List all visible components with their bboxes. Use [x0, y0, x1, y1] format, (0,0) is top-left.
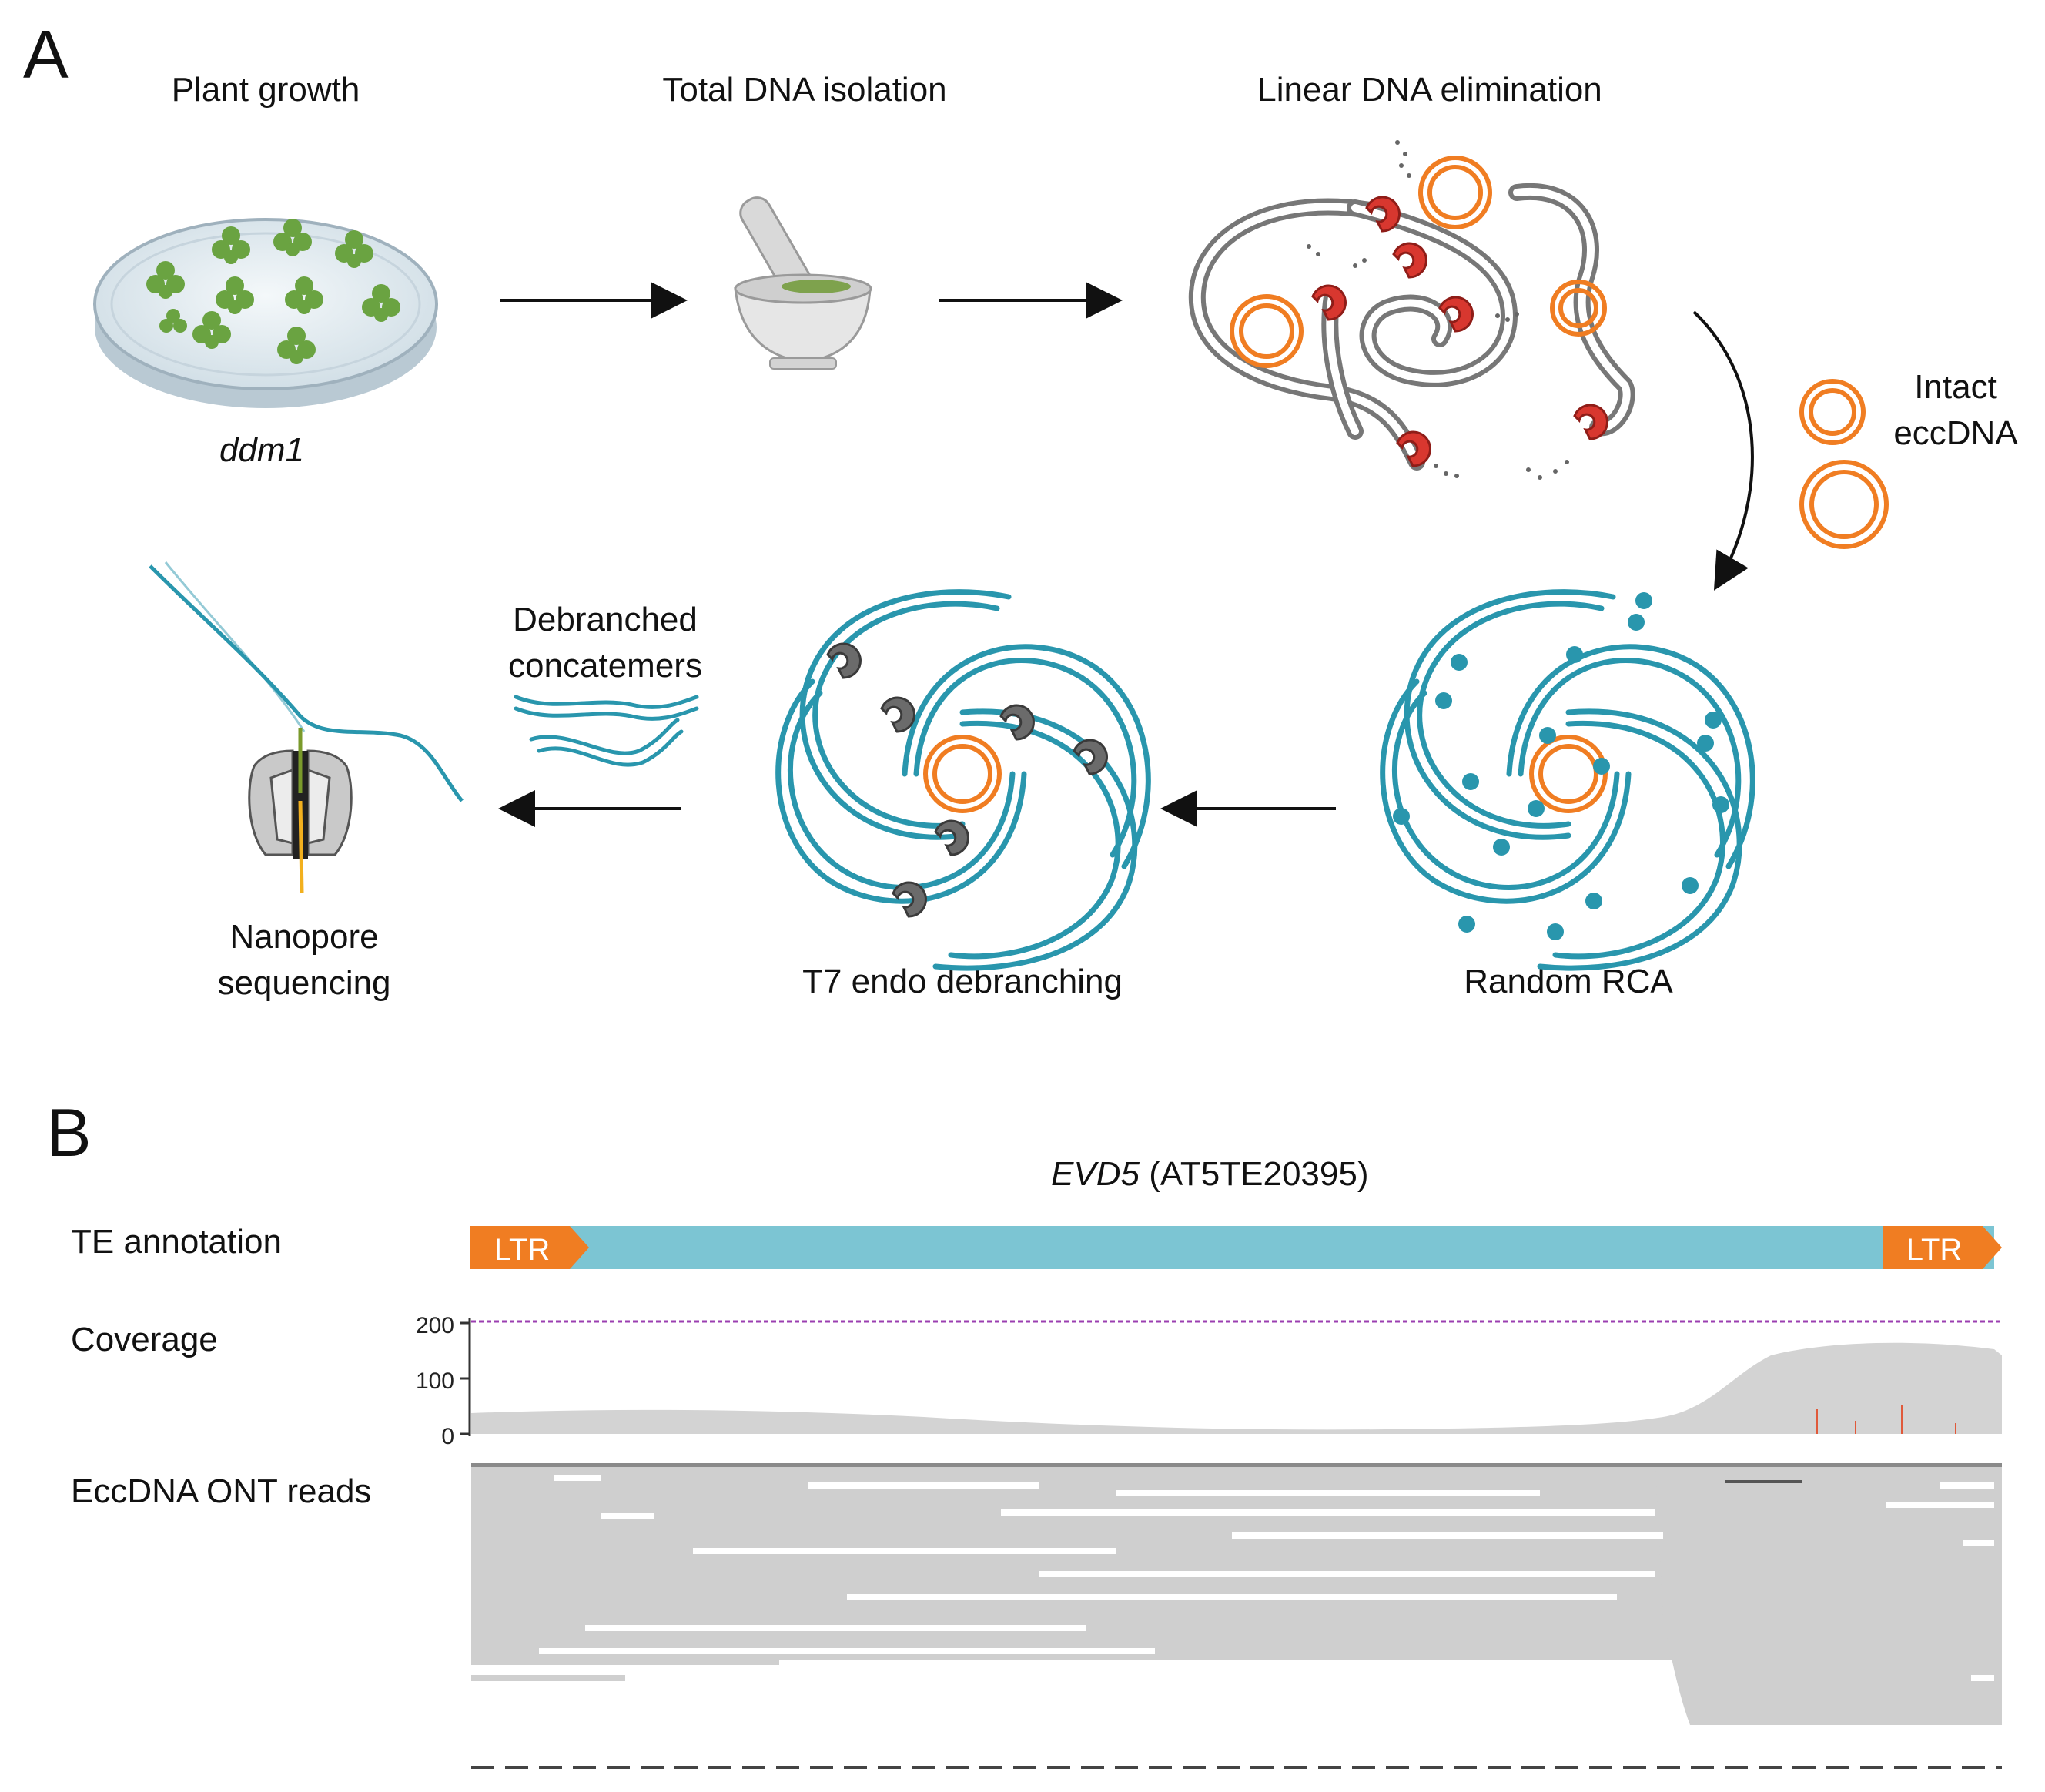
coverage-tick-100: 100 — [416, 1368, 454, 1394]
linear-elimination-label: Linear DNA elimination — [1257, 71, 1602, 109]
intact-eccdna-icon — [1799, 379, 1889, 549]
mortar-pestle-icon — [734, 196, 872, 370]
coverage-area — [471, 1342, 2002, 1434]
coverage-track-label: Coverage — [71, 1321, 218, 1358]
te-annotation-track-label: TE annotation — [71, 1223, 282, 1261]
debranched-concatemers-icon — [514, 695, 699, 767]
panel-a-letter: A — [23, 16, 69, 92]
coverage-track: 200 100 0 — [416, 1313, 2002, 1449]
t7-debranching-icon — [775, 589, 1151, 971]
gene-name: EVD5 — [1051, 1155, 1140, 1193]
ltr-right-label: LTR — [1906, 1233, 1963, 1267]
ecc-reads-track — [471, 1463, 2002, 1769]
intact-label-2: eccDNA — [1893, 414, 2018, 452]
dna-isolation-label: Total DNA isolation — [662, 71, 947, 109]
arrow-to-rca — [1692, 310, 1754, 591]
reads-block-right — [1655, 1467, 2002, 1725]
random-rca-icon — [1380, 589, 1755, 971]
reads-track-label: EccDNA ONT reads — [71, 1472, 372, 1510]
nanopore-label-2: sequencing — [217, 964, 391, 1002]
gene-id: (AT5TE20395) — [1149, 1155, 1369, 1193]
intact-label-1: Intact — [1914, 368, 1997, 406]
petri-dish-icon — [93, 218, 438, 408]
debranched-label-1: Debranched — [513, 601, 698, 638]
te-annotation-track: LTR LTR — [470, 1226, 2002, 1269]
ltr-left-block — [470, 1226, 589, 1269]
debranched-label-2: concatemers — [508, 647, 702, 685]
nanopore-icon — [149, 561, 464, 894]
coverage-tick-0: 0 — [441, 1424, 454, 1449]
genotype-label: ddm1 — [219, 431, 305, 469]
coverage-tick-200: 200 — [416, 1313, 454, 1338]
ltr-left-label: LTR — [494, 1233, 551, 1267]
plant-growth-label: Plant growth — [171, 71, 360, 109]
linear-dna-elimination-icon — [1188, 140, 1635, 480]
nanopore-label-1: Nanopore — [229, 918, 379, 956]
gene-title: EVD5 (AT5TE20395) — [1051, 1155, 1369, 1194]
panel-b-letter: B — [46, 1094, 92, 1171]
ltr-right-block — [1883, 1226, 2002, 1269]
